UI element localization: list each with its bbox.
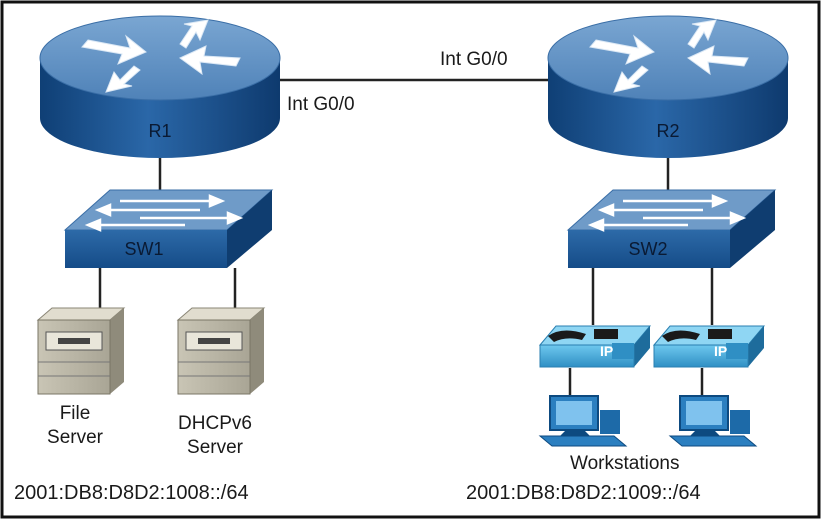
ip-phone-1[interactable]: [538, 325, 652, 368]
workstation-1[interactable]: [538, 395, 628, 447]
network-right-prefix: 2001:DB8:D8D2:1009::/64: [466, 482, 701, 504]
server-icon: [176, 307, 266, 395]
dhcpv6-server-label-line1: DHCPv6: [178, 413, 252, 434]
switch-icon: [566, 189, 777, 268]
dhcpv6-server[interactable]: [176, 307, 266, 395]
switch-icon: [63, 189, 274, 268]
router-r1[interactable]: [39, 15, 281, 158]
links: [98, 78, 714, 398]
server-icon: [36, 307, 126, 395]
ip-phone-2-label: IP: [714, 343, 728, 359]
dhcpv6-server-label: DHCPv6 Server: [160, 412, 270, 460]
router-icon: [547, 15, 789, 158]
router-r2-label: R2: [656, 121, 680, 141]
switch-sw2[interactable]: [566, 189, 777, 268]
router-icon: [39, 15, 281, 158]
r2-interface-label: Int G0/0: [440, 49, 508, 70]
switch-sw1[interactable]: [63, 189, 274, 268]
ip-phone-icon: [538, 325, 652, 368]
router-r2[interactable]: [547, 15, 789, 158]
switch-sw2-label: SW2: [628, 239, 668, 259]
ip-phone-1-label: IP: [600, 343, 614, 359]
dhcpv6-server-label-line2: Server: [187, 437, 243, 458]
workstations-label: Workstations: [570, 453, 680, 474]
network-left-prefix: 2001:DB8:D8D2:1008::/64: [14, 482, 249, 504]
workstation-icon: [538, 395, 628, 447]
ip-phone-2[interactable]: [652, 325, 766, 368]
file-server[interactable]: [36, 307, 126, 395]
switch-sw1-label: SW1: [124, 239, 164, 259]
workstation-2[interactable]: [668, 395, 758, 447]
file-server-label-line2: Server: [47, 427, 103, 448]
r1-interface-label: Int G0/0: [287, 94, 355, 115]
file-server-label-line1: File: [59, 403, 91, 424]
router-r1-label: R1: [148, 121, 172, 141]
ip-phone-icon: [652, 325, 766, 368]
workstation-icon: [668, 395, 758, 447]
file-server-label: File Server: [30, 402, 120, 450]
